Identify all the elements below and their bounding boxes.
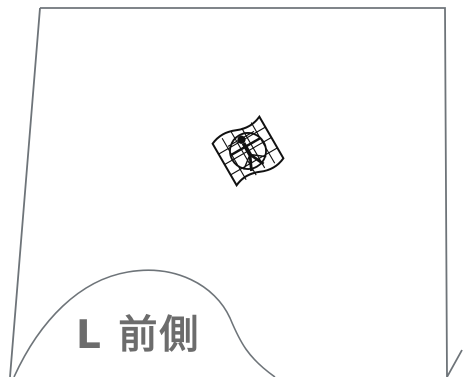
vitruvian-man-icon xyxy=(211,114,285,188)
pattern-piece-label: L 前側 xyxy=(76,313,201,358)
pattern-piece-outline xyxy=(9,7,463,377)
curved-seam-line xyxy=(13,269,276,377)
